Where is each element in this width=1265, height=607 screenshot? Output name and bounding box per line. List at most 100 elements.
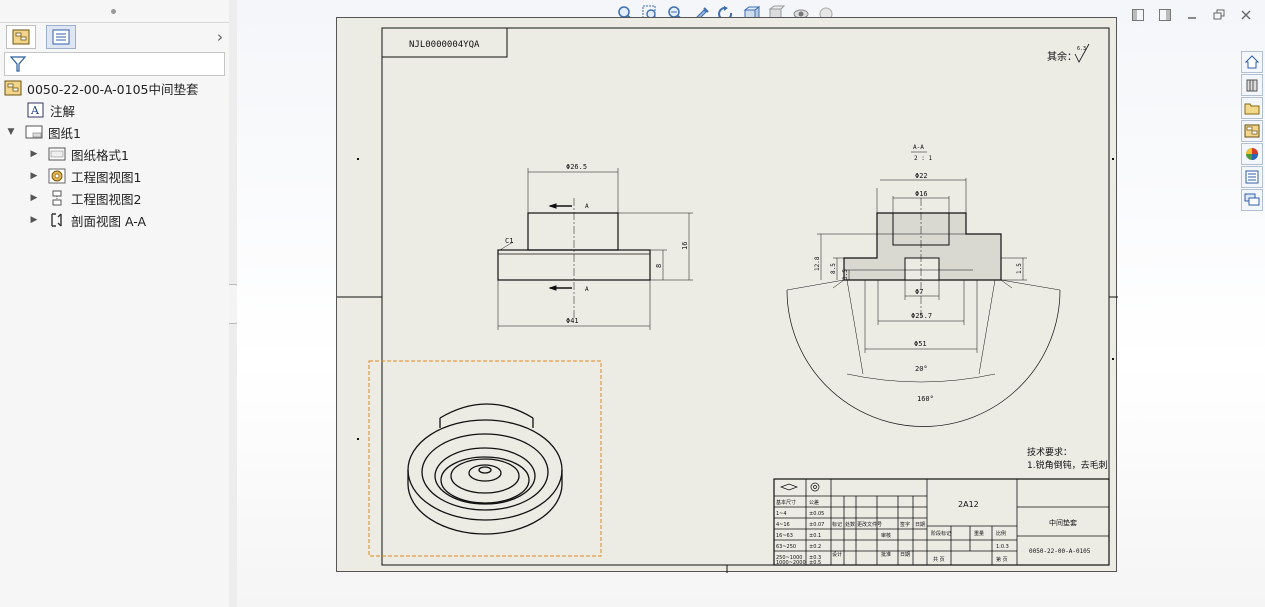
dim-height: 16 [681, 242, 689, 250]
label-phase: 阶段标记 [931, 530, 951, 537]
dim-bottom-diameter: Φ41 [566, 317, 579, 325]
panel-grip-dot[interactable] [111, 9, 116, 14]
roughness-note: 其余： [1047, 50, 1077, 63]
tree-item-drawing-view2[interactable]: ▶ 工程图视图2 [29, 187, 141, 209]
tile-right-icon[interactable] [1158, 8, 1172, 22]
tree-item-label: 图纸1 [48, 125, 81, 141]
tol-row-4-a: 63~250 [776, 544, 796, 550]
view-palette-icon[interactable] [1241, 120, 1263, 142]
tol-row-2-b: ±0.07 [809, 522, 824, 528]
dim-d3: Φ7 [915, 288, 923, 296]
dim-top-diameter: Φ26.5 [566, 163, 587, 171]
dim-angle-large: 160° [917, 395, 934, 403]
label-sheet-no: 第 页 [996, 556, 1008, 563]
drawing-number: 0050-22-00-A-0105 [1029, 548, 1091, 555]
caret-right-icon[interactable]: ▶ [30, 193, 38, 203]
label-designer: 设计 [832, 551, 842, 558]
tree-item-drawing-view1[interactable]: ▶ 工程图视图1 [29, 165, 141, 187]
tile-left-icon[interactable] [1131, 8, 1145, 22]
task-pane-tabs [1241, 51, 1265, 212]
restore-icon[interactable] [1212, 8, 1226, 22]
section-label: A-A [913, 144, 924, 151]
hdr-sign: 签字 [900, 521, 910, 528]
title-block [773, 478, 1110, 566]
label-check: 审核 [881, 532, 891, 539]
property-tab[interactable] [46, 25, 76, 49]
scale-value: 1:0.3 [996, 544, 1009, 550]
dim-d2: Φ16 [915, 190, 928, 198]
section-mark-bottom: A [585, 286, 589, 293]
caret-down-icon[interactable]: ▼ [7, 127, 15, 137]
tol-row-2-a: 4~16 [776, 522, 790, 528]
tree-item-sheet-format[interactable]: ▶ 图纸格式1 [29, 143, 129, 165]
dim-h4: 1.5 [1016, 263, 1023, 274]
appearances-icon[interactable] [1241, 143, 1263, 165]
svg-text:A: A [30, 104, 40, 117]
caret-right-icon[interactable]: ▶ [30, 215, 38, 225]
dim-h1: 12.8 [814, 256, 821, 271]
feature-tree-tab[interactable] [6, 25, 36, 49]
feature-manager-panel: › 0050-22-00-A-0105中间垫套 A 注解 ▼ 图纸1 ▶ [0, 0, 230, 607]
doc-code-box [381, 28, 508, 58]
section-view [786, 178, 1061, 427]
feature-tree-icon [12, 29, 30, 45]
drawing-sheet[interactable]: NJL0000004YQA 其余： 6.3 [336, 17, 1118, 573]
hdr-change-file: 更改文件号 [857, 521, 882, 528]
section-mark-top: A [585, 203, 589, 210]
tree-root-item[interactable]: 0050-22-00-A-0105中间垫套 [4, 77, 198, 99]
hdr-date: 日期 [915, 522, 925, 528]
close-icon[interactable] [1239, 8, 1253, 22]
roughness-value: 6.3 [1077, 46, 1086, 52]
tol-row-6-a: 1000~2000 [776, 560, 806, 566]
projected-view-icon [48, 190, 66, 206]
panel-tabbar: › [0, 24, 229, 50]
roughness-symbol-icon [1074, 43, 1090, 63]
dim-h3: 3.5 [842, 269, 849, 280]
file-explorer-icon[interactable] [1241, 97, 1263, 119]
design-library-icon[interactable] [1241, 74, 1263, 96]
funnel-icon[interactable] [8, 54, 28, 74]
tree-item-label: 图纸格式1 [71, 147, 129, 163]
panel-grip-bar[interactable] [0, 0, 229, 23]
doc-code: NJL0000004YQA [409, 40, 480, 50]
forum-icon[interactable] [1241, 189, 1263, 211]
view-selection-frame[interactable] [368, 360, 602, 557]
projection-symbol-icon [780, 483, 798, 491]
section-scale: 2 : 1 [914, 155, 932, 162]
tol-row-4-b: ±0.2 [809, 544, 821, 550]
tree-item-label: 0050-22-00-A-0105中间垫套 [27, 81, 199, 97]
tol-row-3-b: ±0.1 [809, 533, 821, 539]
tol-row-1-b: ±0.05 [809, 511, 824, 517]
label-total-sheets: 共 页 [933, 556, 945, 563]
caret-right-icon[interactable]: ▶ [30, 171, 38, 181]
chevron-right-icon[interactable]: › [217, 28, 223, 46]
hide-show-icon[interactable] [790, 4, 811, 24]
tree-item-label: 工程图视图2 [71, 191, 142, 207]
section-view-icon [48, 212, 66, 228]
annotation-icon: A [27, 102, 45, 118]
material: 2A12 [958, 500, 979, 509]
minimize-icon[interactable] [1185, 8, 1199, 22]
document-window-controls [1131, 8, 1253, 22]
dim-angle-small: 20° [915, 365, 928, 373]
drawing-icon [4, 80, 22, 96]
dim-d1: Φ22 [915, 172, 928, 180]
tol-row-5-b: ±0.3 [809, 555, 821, 561]
tree-filter[interactable] [4, 52, 225, 76]
label-weight: 重量 [974, 530, 984, 537]
dim-d5: Φ51 [914, 340, 927, 348]
sheet-icon [25, 124, 43, 140]
tree-item-sheet1[interactable]: ▼ 图纸1 [6, 121, 81, 143]
tree-item-label: 注解 [50, 103, 76, 119]
tree-item-label: 剖面视图 A-A [71, 213, 147, 229]
sheet-border [381, 27, 1110, 566]
tech-req-title: 技术要求： [1027, 446, 1072, 458]
home-icon[interactable] [1241, 51, 1263, 73]
tree-item-section-view[interactable]: ▶ 剖面视图 A-A [29, 209, 146, 231]
part-name: 中间垫套 [1049, 518, 1077, 527]
caret-right-icon[interactable]: ▶ [30, 149, 38, 159]
tree-item-label: 工程图视图1 [71, 169, 142, 185]
tree-item-annotations[interactable]: A 注解 [27, 99, 75, 121]
custom-properties-icon[interactable] [1241, 166, 1263, 188]
drawing-canvas: NJL0000004YQA 其余： 6.3 [337, 27, 1118, 573]
